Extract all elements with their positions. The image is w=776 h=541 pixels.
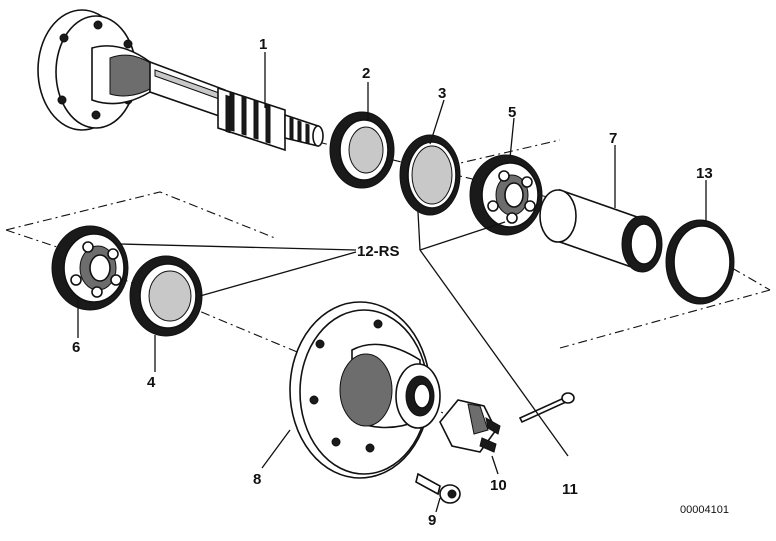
stub-axle-flange-shaft [37, 9, 324, 152]
callout-10: 10 [490, 477, 507, 494]
reference-plane-left [5, 191, 276, 249]
callout-13: 13 [696, 165, 713, 182]
bolt-9 [415, 472, 461, 504]
callout-6: 6 [72, 339, 80, 356]
spacer-sleeve-7 [539, 188, 663, 273]
seal-ring-4 [129, 255, 203, 337]
shim-ring-13 [665, 219, 735, 305]
callout-8: 8 [253, 471, 261, 488]
drive-flange-8 [289, 301, 441, 479]
split-pin-11 [518, 392, 575, 424]
ball-bearing-5 [469, 154, 543, 236]
spacer-ring-3 [399, 134, 461, 216]
seal-ring-2 [329, 111, 395, 189]
castle-nut-10 [439, 399, 501, 453]
callout-2: 2 [362, 65, 370, 82]
callout-12-rs: 12-RS [357, 243, 400, 260]
callout-1: 1 [259, 36, 267, 53]
callout-11: 11 [562, 481, 578, 498]
ball-bearing-6 [51, 225, 129, 311]
callout-4: 4 [147, 374, 156, 391]
diagram-part-number: 00004101 [680, 504, 729, 516]
leader-lines [77, 52, 707, 513]
callout-3: 3 [438, 85, 446, 102]
callout-9: 9 [428, 512, 436, 529]
callout-7: 7 [609, 130, 617, 147]
callout-5: 5 [508, 104, 516, 121]
